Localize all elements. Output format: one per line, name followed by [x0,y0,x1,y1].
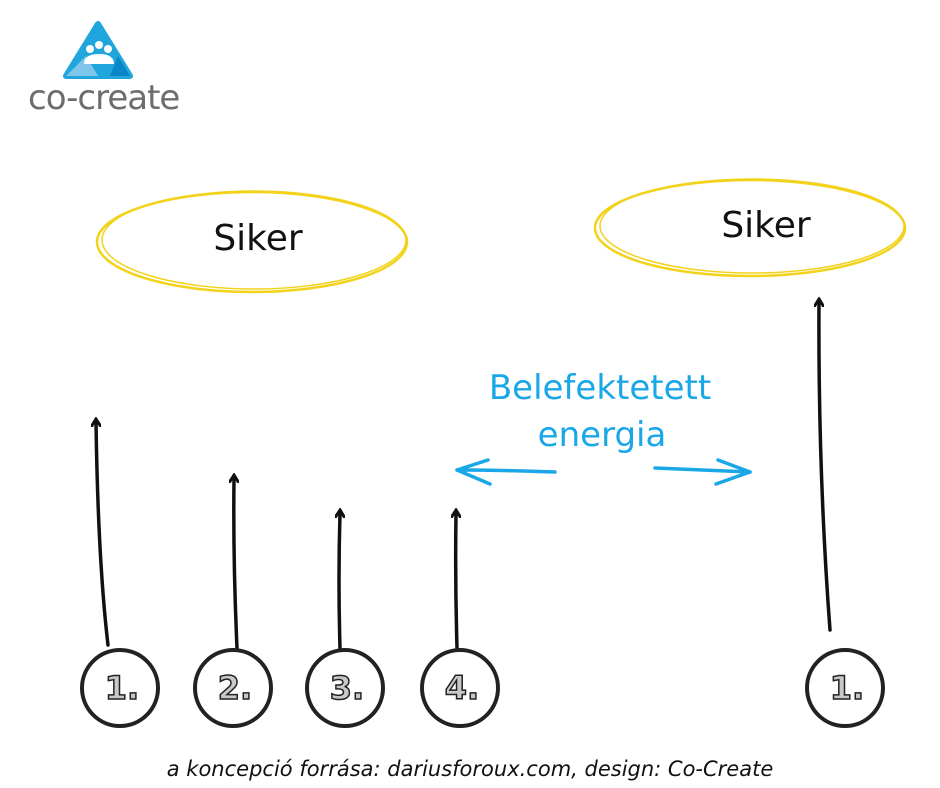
step-number-right-1: 1. [829,668,865,708]
footer-credit: a koncepció forrása: dariusforoux.com, d… [166,757,774,781]
energy-label-line2: energia [537,415,667,455]
goal-label-right: Siker [721,205,811,246]
goal-ellipse-left [95,190,409,294]
step-circle-4 [420,648,500,728]
logo-icon [63,21,133,79]
step-circle-right-1 [805,648,885,728]
goal-ellipse-right [593,178,907,278]
arrow-step-4 [456,513,457,650]
step-circle-1 [80,648,160,728]
step-number-2: 2. [217,668,253,708]
arrow-right-step-1 [819,302,832,632]
step-number-1: 1. [104,668,140,708]
energy-label-line1: Belefektetett [488,368,712,408]
energy-arrow-left [455,458,557,486]
energy-arrow-right [653,458,752,486]
goal-label-left: Siker [213,218,303,259]
step-circle-2 [193,648,273,728]
logo-text: co-create [28,78,180,118]
arrow-step-2 [234,478,237,650]
arrow-step-1 [96,422,110,647]
arrow-step-3 [339,513,340,650]
step-number-3: 3. [329,668,365,708]
step-circle-3 [305,648,385,728]
step-number-4: 4. [444,668,480,708]
